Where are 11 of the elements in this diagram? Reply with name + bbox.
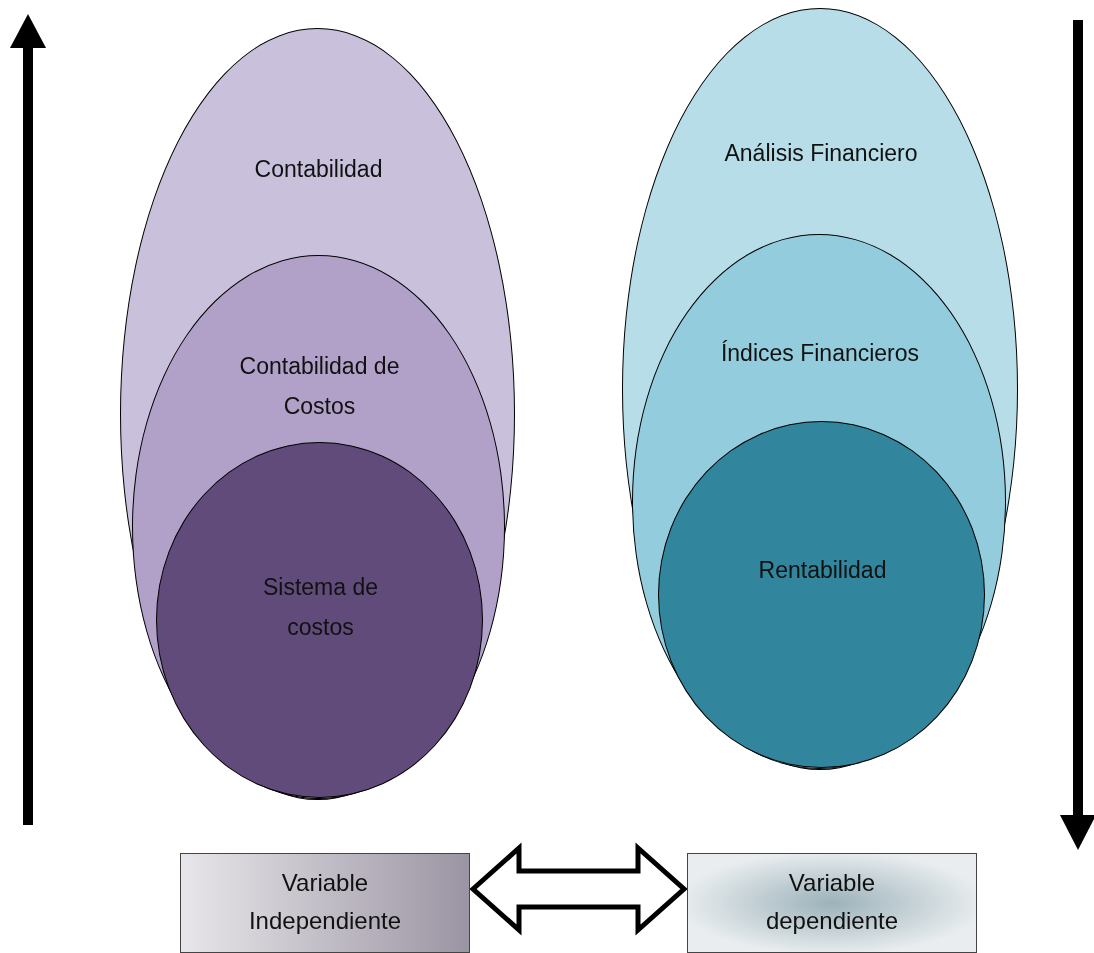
double-arrow: [469, 842, 688, 936]
ellipse-label: Índices Financieros: [719, 339, 921, 368]
ellipse-label: Análisis Financiero: [723, 139, 919, 168]
ellipse-label: Rentabilidad: [757, 556, 888, 585]
ellipse-label: Sistema de costos: [261, 573, 380, 642]
ellipse-label: Contabilidad de Costos: [238, 352, 401, 421]
label-box: [687, 853, 977, 953]
ellipse-label: Contabilidad: [253, 155, 384, 184]
label-box: [180, 853, 470, 953]
variable-label: Variable dependiente: [764, 868, 900, 936]
variable-label: Variable Independiente: [247, 868, 403, 936]
